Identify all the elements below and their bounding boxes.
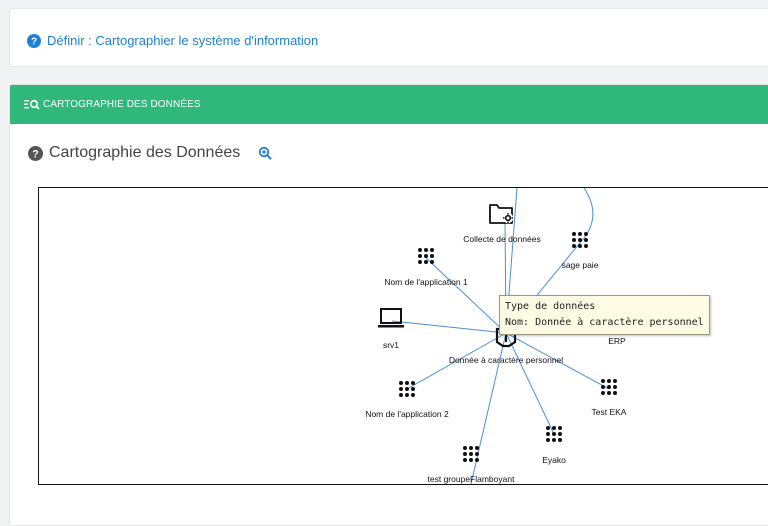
node-app1[interactable]: Nom de l'application 1 [384,248,468,287]
app-grid-icon [601,379,617,395]
graph-edges [391,188,618,484]
node-label-eka: Test EKA [592,407,627,417]
section-title-text: Cartographie des Données [49,144,241,161]
app-grid-icon [418,248,434,264]
node-label-collecte: Collecte de données [463,234,541,244]
zoom-in-icon[interactable] [258,146,272,160]
node-erp[interactable]: ERP [608,317,626,346]
edge-center-app1 [425,257,507,334]
node-eyako[interactable]: Eyako [542,426,566,465]
definition-card: ? Définir : Cartographier le système d'i… [9,8,768,67]
node-label-center: Donnée à caractère personnel [449,355,563,365]
definition-link-text: Définir : Cartographier le système d'inf… [47,33,319,48]
app-grid-icon [399,381,415,397]
panel-header: CARTOGRAPHIE DES DONNÉES [10,85,768,124]
laptop-icon [378,308,404,328]
data-map-panel: CARTOGRAPHIE DES DONNÉES ? Cartographie … [9,84,768,526]
list-search-icon [24,99,40,110]
node-label-srv1: srv1 [383,340,399,350]
node-label-app2: Nom de l'application 2 [365,409,449,419]
edge-center-eyako [505,332,555,435]
node-label-eyako: Eyako [542,455,566,465]
node-tooltip: Type de données Nom: Donnée à caractère … [499,295,710,335]
section-title: ? Cartographie des Données [28,144,272,162]
edge-center-app2 [406,332,507,390]
folder-gear-icon [489,204,514,224]
graph-canvas[interactable]: Collecte de données sage paie Nom de l'a… [39,188,768,484]
definition-link[interactable]: ? Définir : Cartographier le système d'i… [27,33,318,48]
node-app2[interactable]: Nom de l'application 2 [365,381,449,419]
node-flamb[interactable]: test groupeFlamboyant [428,446,516,484]
edge-center-srv1 [391,320,507,334]
node-label-sage: sage paie [562,260,599,270]
node-label-app1: Nom de l'application 1 [384,277,468,287]
app-grid-icon [546,426,562,442]
help-circle-icon: ? [28,145,43,161]
edge-sage-loop [578,188,594,245]
data-map-graph[interactable]: Collecte de données sage paie Nom de l'a… [38,187,768,485]
help-circle-icon: ? [27,33,41,48]
node-eka[interactable]: Test EKA [592,379,627,417]
node-label-flamb: test groupeFlamboyant [428,474,516,484]
node-srv1[interactable]: srv1 [378,308,404,350]
tooltip-line-type: Type de données [505,301,596,312]
panel-header-title: CARTOGRAPHIE DES DONNÉES [43,99,201,110]
edge-center-eka [505,332,610,390]
node-label-erp: ERP [608,336,626,346]
app-grid-icon [572,232,588,248]
node-collecte[interactable]: Collecte de données [463,204,541,244]
svg-text:?: ? [32,148,39,160]
tooltip-line-name: Nom: Donnée à caractère personnel [505,317,704,328]
app-grid-icon [463,446,479,462]
svg-text:?: ? [31,36,37,47]
node-sage[interactable]: sage paie [562,232,599,270]
